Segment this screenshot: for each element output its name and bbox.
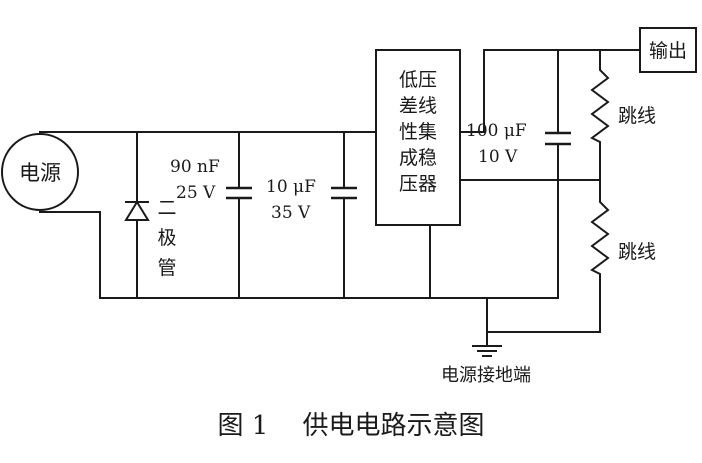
capacitor-2-symbol [331,186,357,200]
output-label: 输出 [649,40,687,62]
jumper-2-symbol [590,195,610,277]
capacitor-3-value: 100 μF [466,121,527,141]
jumper-2-label: 跳线 [618,241,656,263]
capacitor-1-value: 90 nF [170,157,220,177]
regulator-label-4: 成稳 [399,147,437,169]
capacitor-2-voltage: 35 V [271,203,311,223]
capacitor-2-value: 10 μF [266,177,316,197]
ground-label: 电源接地端 [441,365,531,386]
capacitor-3-voltage: 10 V [478,147,518,167]
power-source: 电源 [1,133,79,211]
capacitor-3-symbol [545,131,571,146]
ground-symbol [472,345,502,357]
regulator-box: 低压 差线 性集 成稳 压器 [375,49,461,226]
regulator-label-5: 压器 [399,173,437,195]
figure-caption: 图 1 供电电路示意图 [217,411,484,441]
wires [39,49,641,347]
diode-label-1: 二 [157,197,176,219]
jumper-1-label: 跳线 [618,105,656,127]
power-source-label: 电源 [19,161,61,185]
regulator-label-3: 性集 [399,121,437,143]
regulator-label-1: 低压 [399,69,437,91]
diode-label-3: 管 [157,257,176,279]
output-box: 输出 [639,27,697,73]
regulator-label-2: 差线 [399,95,437,117]
diode-symbol [124,200,150,221]
jumper-1-symbol [590,63,610,149]
diode-label-2: 极 [157,227,176,249]
capacitor-1-symbol [226,186,252,200]
capacitor-1-voltage: 25 V [176,183,216,203]
